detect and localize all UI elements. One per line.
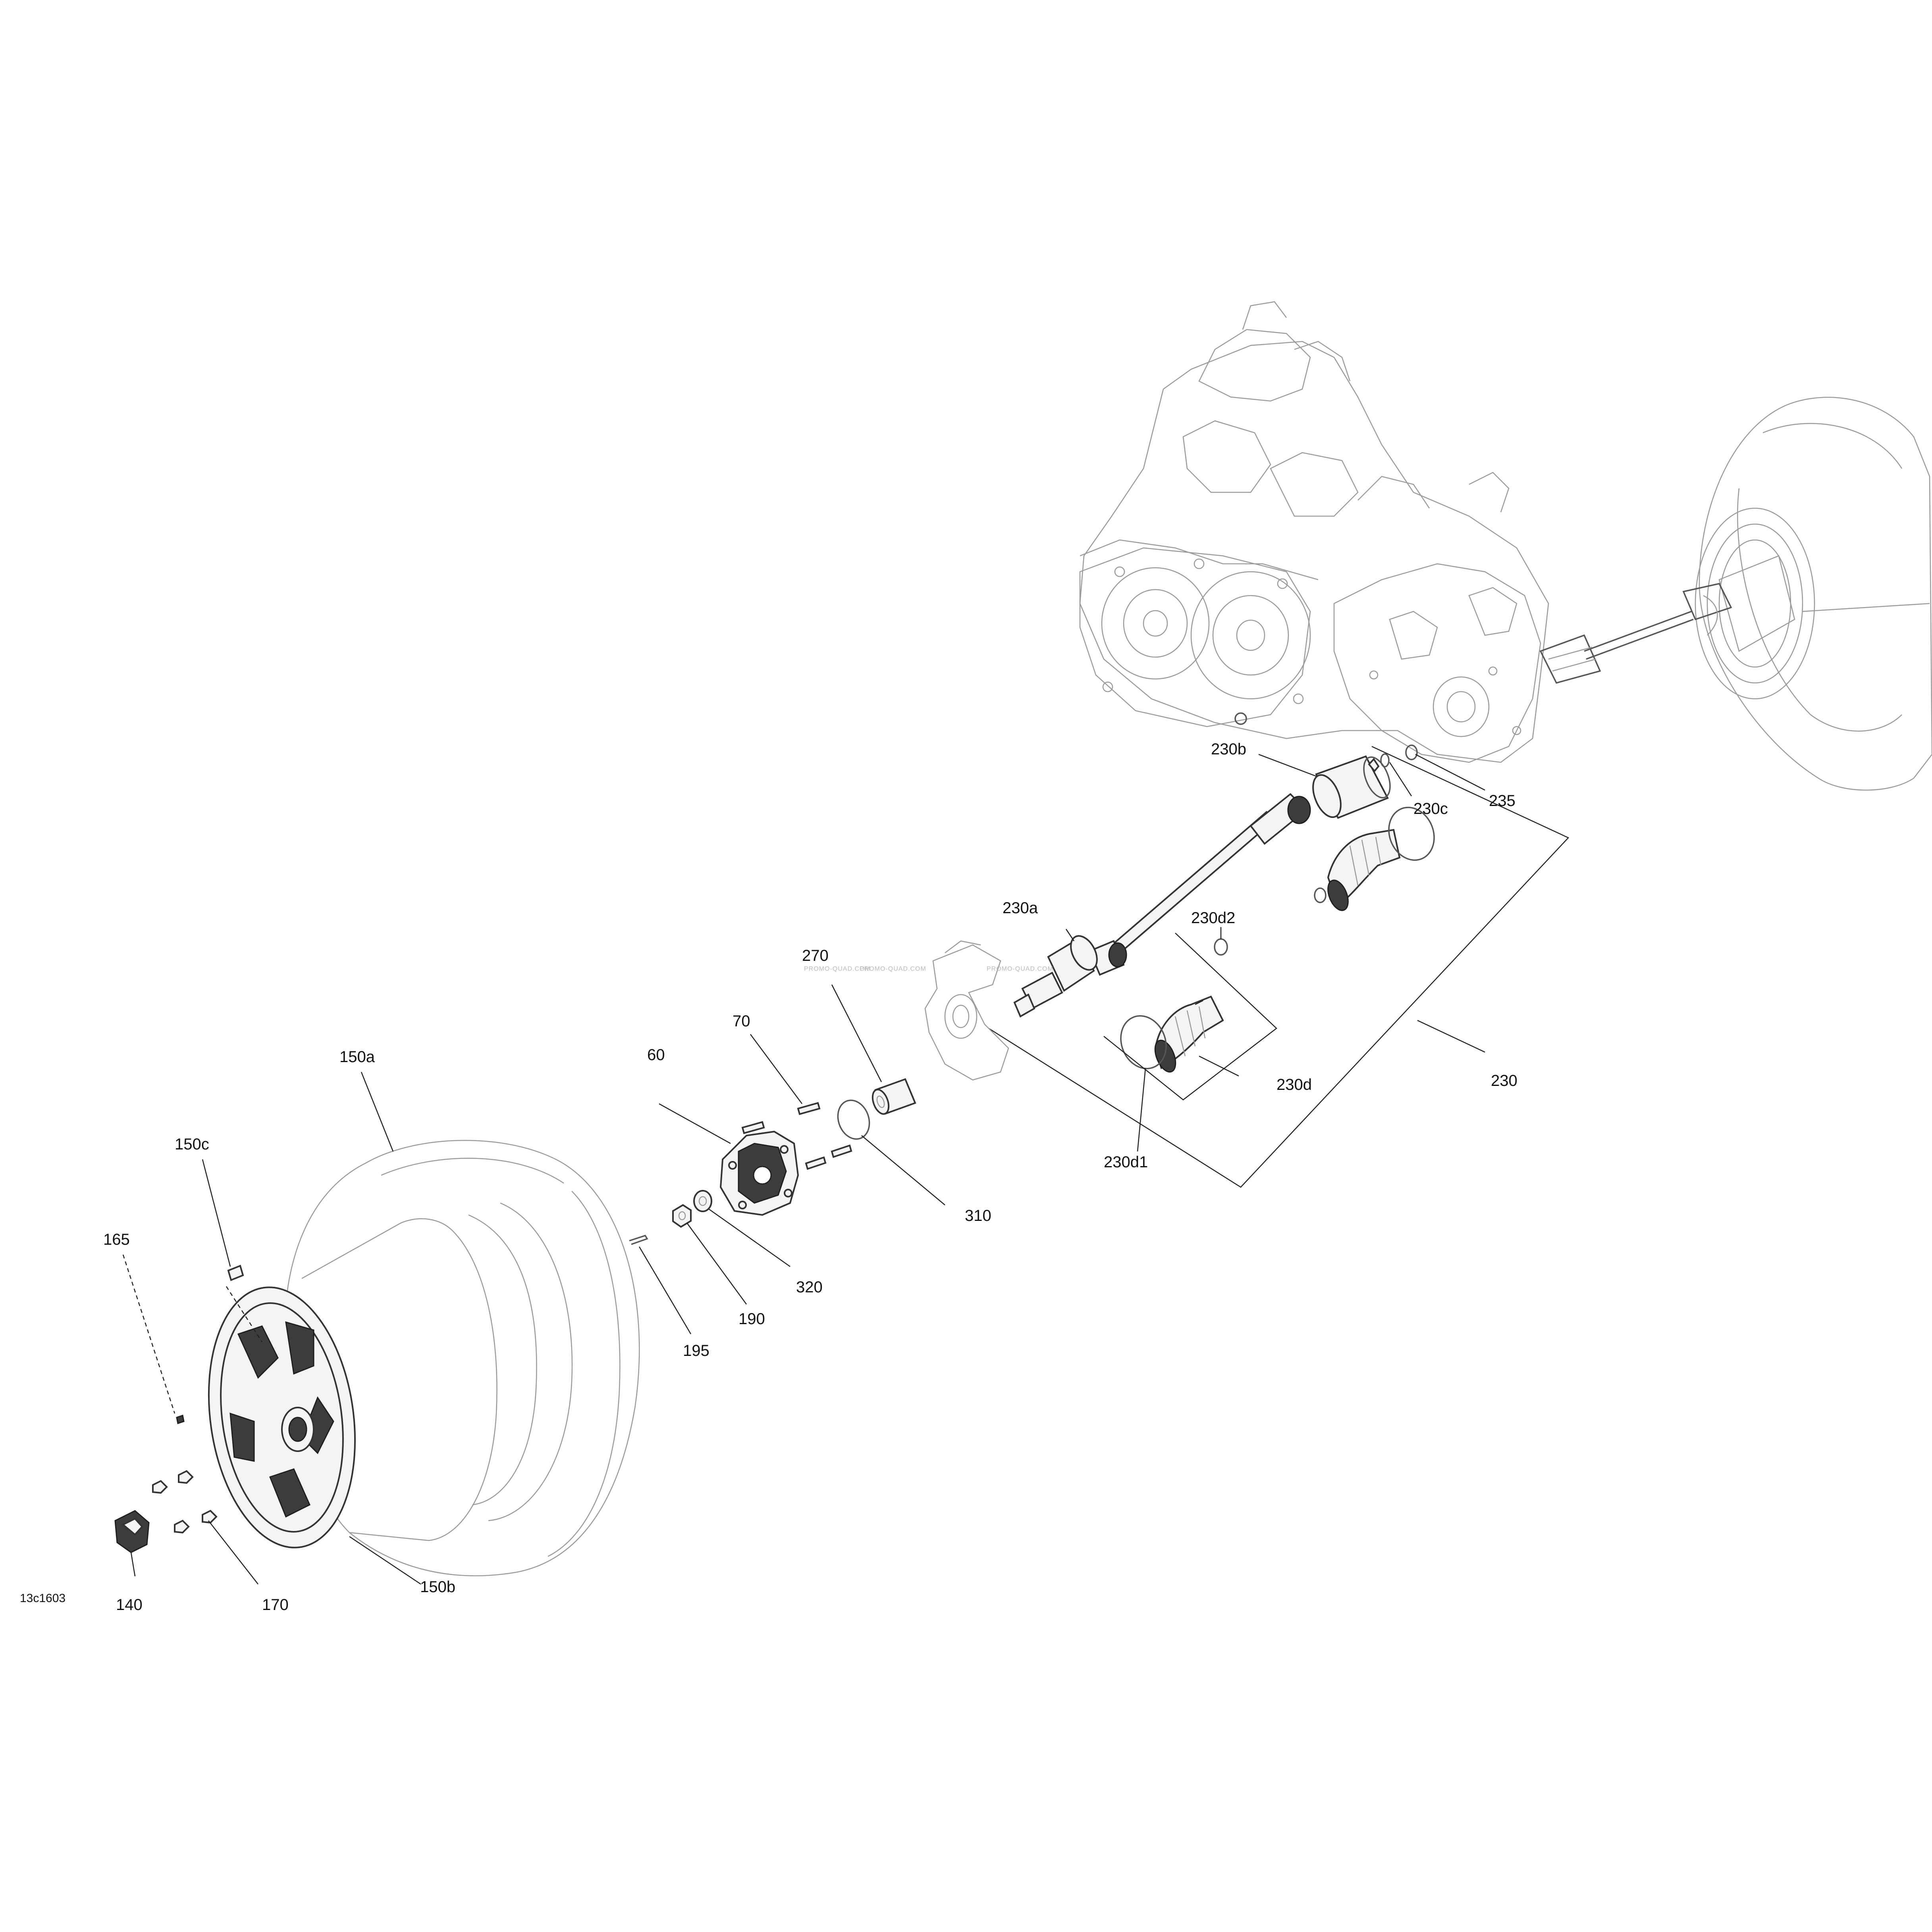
callout-230c: 230c: [1413, 800, 1448, 818]
callout-310: 310: [965, 1207, 991, 1224]
callout-70: 70: [733, 1012, 750, 1030]
leader-lines: [122, 754, 1485, 1585]
callout-195: 195: [683, 1342, 710, 1359]
shaft-230: [1089, 793, 1311, 976]
studs-70: [741, 1102, 852, 1170]
watermarks: PROMO-QUAD.COM PROMO-QUAD.COM PROMO-QUAD…: [804, 966, 1053, 972]
callout-140: 140: [116, 1596, 143, 1614]
watermark-text: PROMO-QUAD.COM: [860, 966, 926, 972]
valve-150c: [226, 1265, 263, 1342]
washer-320: [693, 1190, 712, 1212]
engine-assembly: [1079, 301, 1549, 763]
callout-labels: 60 70 140 150a 150b 150c 165 170 190 195…: [103, 740, 1517, 1614]
callout-230a: 230a: [1003, 899, 1038, 917]
wheel-nuts-170: [152, 1470, 218, 1534]
wheel-hub-60: [719, 1130, 799, 1216]
callout-270: 270: [802, 947, 829, 964]
callout-150a: 150a: [339, 1048, 375, 1066]
cotter-pin-195: [629, 1234, 648, 1245]
callout-320: 320: [796, 1278, 823, 1296]
cv-joint-230a: [1013, 935, 1098, 1018]
nut-190: [672, 1204, 692, 1228]
callout-230d1: 230d1: [1104, 1153, 1148, 1171]
ring-235: [1405, 744, 1418, 760]
hub-cap-140: [114, 1510, 150, 1553]
driveshaft-230-exploded: [988, 744, 1570, 1188]
callout-165: 165: [103, 1231, 130, 1248]
callout-230: 230: [1491, 1072, 1517, 1089]
bearing-270: [872, 1078, 916, 1115]
circlip-230c: [1380, 753, 1390, 767]
callout-150c: 150c: [175, 1136, 209, 1153]
callout-190: 190: [738, 1310, 765, 1328]
callout-150b: 150b: [420, 1578, 455, 1596]
circlip-310: [837, 1099, 870, 1140]
knuckle: [924, 940, 1009, 1081]
clamp-230d2: [1214, 938, 1228, 956]
watermark-text: PROMO-QUAD.COM: [987, 966, 1053, 972]
figure-code: 13c1603: [20, 1592, 66, 1605]
callout-230b: 230b: [1211, 740, 1246, 758]
callout-230d2: 230d2: [1191, 909, 1235, 927]
cv-joint-housing-230b: [1312, 755, 1391, 819]
callout-230d: 230d: [1276, 1076, 1312, 1093]
weight-165: [176, 1415, 185, 1424]
installed-wheel-right: [1539, 397, 1932, 791]
callout-170: 170: [262, 1596, 289, 1614]
callout-235: 235: [1489, 792, 1516, 810]
boot-outer: [1314, 806, 1435, 911]
callout-60: 60: [647, 1046, 665, 1064]
watermark-text: PROMO-QUAD.COM: [804, 966, 871, 972]
boot-230d: [1154, 995, 1224, 1073]
clamp-230d1: [1120, 1015, 1167, 1070]
rim-150b: [208, 1218, 497, 1548]
